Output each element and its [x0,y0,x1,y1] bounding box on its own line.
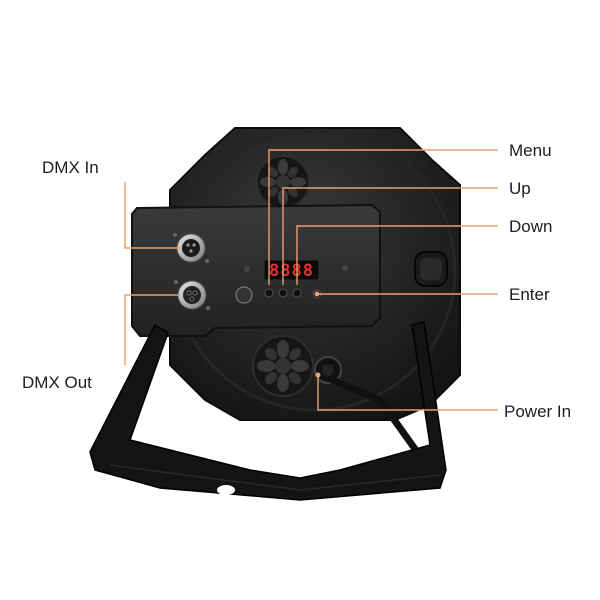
leader-power-in [317,375,498,411]
control-buttons [264,288,322,299]
label-down: Down [509,217,552,236]
fuse-holder [235,286,253,304]
mounting-bracket [89,321,447,501]
control-panel [131,203,381,337]
label-power-in: Power In [504,402,571,421]
leader-up [282,187,498,285]
label-menu: Menu [509,141,552,160]
label-up: Up [509,179,531,198]
fan-grille-icon [252,335,314,397]
down-button[interactable] [292,288,302,298]
leader-menu [268,149,498,285]
dmx-out-connector[interactable] [174,280,210,310]
menu-button[interactable] [264,288,274,298]
power-connector-icon[interactable] [314,356,434,474]
label-enter: Enter [509,285,550,304]
led-display: 8888 [263,259,320,281]
display-digits: 8888 [269,261,314,281]
dmx-in-connector[interactable] [173,233,209,263]
leader-lines [124,149,498,411]
tension-knob-icon[interactable] [414,251,448,287]
fan-grille-icon [256,155,310,209]
label-dmx-in: DMX In [42,158,99,177]
up-button[interactable] [278,288,288,298]
callout-labels: DMX In DMX Out Menu Up Down Enter Power … [22,141,571,421]
leader-down [296,225,498,285]
leader-dmx-in [124,182,180,249]
leader-dmx-out [124,294,180,365]
label-dmx-out: DMX Out [22,373,92,392]
